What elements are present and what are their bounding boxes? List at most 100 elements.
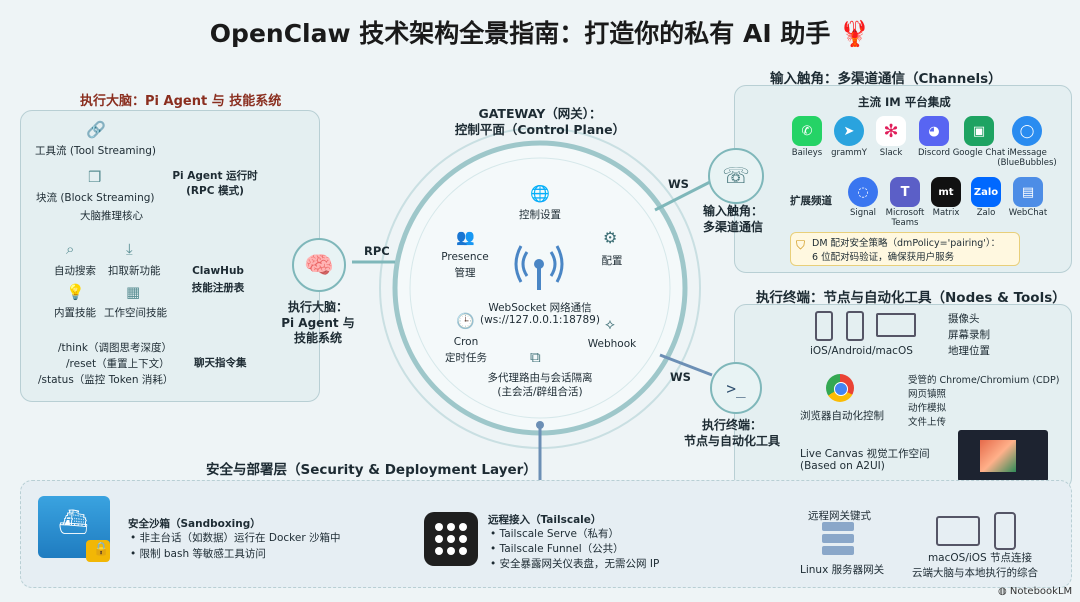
gear-icon: ⚙ xyxy=(603,228,618,247)
mac-label-1: macOS/iOS 节点连接 xyxy=(927,552,1033,564)
im-app-3: Discord xyxy=(918,148,950,158)
routing-icon: ⧉ xyxy=(530,348,541,366)
gateway-key-label: 远程网关键式 xyxy=(808,510,871,522)
ext-app-4: WebChat xyxy=(1008,208,1048,218)
im-title: 主流 IM 平台集成 xyxy=(858,95,951,109)
im-app-2: Slack xyxy=(879,148,903,158)
routing-label-2: (主会活/辟组合活) xyxy=(497,386,583,398)
hub-item-1: 扣取新功能 xyxy=(108,265,161,277)
globe-icon: 🌐 xyxy=(530,184,550,203)
ext-app-1: Microsoft Teams xyxy=(885,208,925,228)
security-section-title: 安全与部署层（Security & Deployment Layer） xyxy=(206,462,537,478)
shield-icon: ⛉ xyxy=(796,238,806,252)
brain-node-label: 执行大脑：Pi Agent 与技能系统 xyxy=(281,300,355,346)
tablet-device-icon xyxy=(846,311,864,341)
routing-label-1: 多代理路由与会话隔离 xyxy=(487,372,593,384)
im-app-1: grammY xyxy=(831,148,867,158)
telegram-icon: ➤ xyxy=(834,116,864,146)
sandbox-item-0: • 非主台话（如数据）运行在 Docker 沙箱中 xyxy=(130,532,341,544)
browser-feature-2: 动作模拟 xyxy=(908,403,947,414)
notebooklm-logo: ◍ NotebookLM xyxy=(998,586,1073,597)
slack-icon: ✻ xyxy=(876,116,906,146)
channels-ws-label: WS xyxy=(668,177,689,191)
websocket-icon xyxy=(513,244,565,294)
linux-label: Linux 服务器网关 xyxy=(800,564,885,576)
grid-icon: ▦ xyxy=(126,283,141,301)
chat-item-0: /think（调图思考深度） xyxy=(58,342,172,354)
ext-app-0: Signal xyxy=(849,208,877,218)
chat-item-2: /status（监控 Token 消耗） xyxy=(38,374,174,386)
browser-feature-3: 文件上传 xyxy=(908,417,947,428)
canvas-preview xyxy=(958,430,1048,482)
ext-app-2: Matrix xyxy=(932,208,960,218)
clock-icon: 🕒 xyxy=(456,312,475,330)
users-icon: 👥 xyxy=(456,228,475,246)
signal-icon: ◌ xyxy=(848,177,878,207)
whatsapp-icon: ✆ xyxy=(792,116,822,146)
download-icon: ⤓ xyxy=(126,240,133,258)
chat-label: 聊天指令集 xyxy=(194,357,247,369)
brain-icon: 🧠 xyxy=(292,238,346,292)
im-app-4: Google Chat xyxy=(952,148,1006,158)
hub-label-2: 技能注册表 xyxy=(191,282,245,294)
nodes-ws-label: WS xyxy=(670,370,691,384)
runtime-item-0: 工具流 (Tool Streaming) xyxy=(35,145,156,157)
ext-title: 扩展频道 xyxy=(790,195,832,207)
channels-node-label: 输入触角：多渠道通信 xyxy=(702,204,763,234)
zalo-icon: Zalo xyxy=(971,177,1001,207)
runtime-label-2: (RPC 模式) xyxy=(186,185,244,197)
gateway-title: GATEWAY（网关）：控制平面（Control Plane） xyxy=(454,106,626,138)
hub-item-2: 内置技能 xyxy=(54,307,96,319)
security-panel xyxy=(20,480,1072,588)
brain-section-title: 执行大脑：Pi Agent 与 技能系统 xyxy=(80,94,282,109)
sandbox-title: 安全沙箱（Sandboxing） xyxy=(128,518,261,530)
brain-panel xyxy=(20,110,320,402)
dm-line-1: DM 配对安全策略（dmPolicy='pairing'）： xyxy=(812,238,1001,249)
runtime-item-2: 大脑推理核心 xyxy=(80,210,143,222)
cron-label-1: Cron xyxy=(453,336,479,348)
browser-label: 浏览器自动化控制 xyxy=(800,410,884,422)
config-label: 配置 xyxy=(601,255,623,267)
device-feature-2: 地理位置 xyxy=(948,345,990,357)
control-label: 控制设置 xyxy=(519,209,561,221)
laptop-icon xyxy=(936,516,980,546)
remote-item-1: • Tailscale Funnel（公共） xyxy=(490,543,624,555)
teams-icon: T xyxy=(890,177,920,207)
google-chat-icon: ▣ xyxy=(964,116,994,146)
phone-device-icon xyxy=(815,311,833,341)
channels-section-title: 输入触角：多渠道通信（Channels） xyxy=(770,71,1002,87)
lock-icon: 🔒 xyxy=(86,540,110,562)
webhook-icon: ⟡ xyxy=(605,315,615,333)
page-title: OpenClaw 技术架构全景指南：打造你的私有 AI 助手 🦞 xyxy=(209,19,871,48)
laptop-device-icon xyxy=(876,313,916,337)
terminal-icon: >_ xyxy=(710,362,762,414)
sandbox-item-1: • 限制 bash 等敏感工具访问 xyxy=(130,548,266,560)
hub-item-0: 自动搜索 xyxy=(54,265,96,277)
presence-label-2: 管理 xyxy=(454,267,476,279)
ws-label-2: (ws://127.0.0.1:18789) xyxy=(480,314,600,326)
dm-policy-box xyxy=(790,232,1020,266)
mobile-icon xyxy=(994,512,1016,550)
imessage-icon: ◯ xyxy=(1012,116,1042,146)
rpc-label: RPC xyxy=(364,244,390,258)
device-feature-0: 摄像头 xyxy=(948,313,980,325)
link-icon: 🔗 xyxy=(86,120,106,139)
cron-label-2: 定时任务 xyxy=(445,352,487,364)
remote-title: 远程接入（Tailscale） xyxy=(488,514,602,526)
chat-item-1: /reset（重置上下文） xyxy=(66,358,170,370)
im-app-0: Baileys xyxy=(791,148,823,158)
remote-item-0: • Tailscale Serve（私有） xyxy=(490,528,619,540)
matrix-icon: mt xyxy=(931,177,961,207)
canvas-label-1: Live Canvas 视觉工作空间 xyxy=(800,448,930,460)
browser-feature-1: 网页镇照 xyxy=(908,389,947,400)
devices-label: iOS/Android/macOS xyxy=(810,345,913,357)
phone-icon: ☏ xyxy=(708,148,764,204)
chrome-icon xyxy=(826,374,854,402)
ws-label-1: WebSocket 网络通信 xyxy=(488,302,592,314)
browser-feature-0: 受管的 Chrome/Chromium (CDP) xyxy=(908,375,1060,386)
discord-icon: ◕ xyxy=(919,116,949,146)
nodes-node-label: 执行终端：节点与自动化工具 xyxy=(683,418,780,448)
webhook-label: Webhook xyxy=(587,338,637,350)
canvas-label-2: (Based on A2UI) xyxy=(800,460,885,472)
bulb-icon: 💡 xyxy=(66,283,85,301)
